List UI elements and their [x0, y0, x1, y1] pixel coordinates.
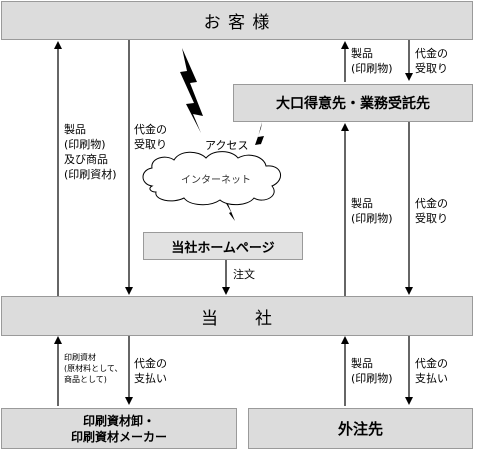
customer-label: お 客 様: [203, 13, 271, 33]
label-payment-receive-top-right: 代金の 受取り: [415, 47, 448, 75]
lightning-bolt-partner-icon: [255, 122, 264, 152]
label-payment-pay-bottom-left: 代金の 支払い: [134, 357, 167, 385]
company-box: 当 社: [1, 296, 473, 336]
supplier-box: 印刷資材卸・ 印刷資材メーカー: [1, 408, 237, 449]
internet-cloud-icon: [142, 151, 281, 206]
supplier-label: 印刷資材卸・ 印刷資材メーカー: [70, 413, 167, 444]
label-products-bottom-right: 製品 (印刷物): [351, 357, 393, 385]
homepage-box: 当社ホームページ: [143, 232, 303, 260]
company-label: 当 社: [201, 308, 273, 329]
internet-label: インターネット: [181, 175, 251, 186]
customer-box: お 客 様: [1, 1, 473, 40]
label-products-mid-right: 製品 (印刷物): [351, 197, 393, 225]
label-order: 注文: [233, 268, 255, 281]
label-payment-receive-left: 代金の 受取り: [134, 123, 167, 151]
homepage-label: 当社ホームページ: [171, 240, 275, 256]
label-materials-bottom-left: 印刷資材 (原材料として、 商品として): [64, 353, 123, 384]
label-products-top-right: 製品 (印刷物): [351, 47, 393, 75]
lightning-bolt-upper-icon: [180, 48, 203, 133]
label-products-and-goods: 製品 (印刷物) 及び商品 (印刷資材): [64, 123, 117, 181]
subcontractor-label: 外注先: [337, 420, 383, 438]
partner-label: 大口得意先・業務受託先: [276, 96, 430, 112]
label-access: アクセス: [205, 139, 249, 152]
partner-box: 大口得意先・業務受託先: [233, 84, 473, 122]
label-payment-pay-bottom-right: 代金の 支払い: [415, 357, 448, 385]
subcontractor-box: 外注先: [248, 408, 473, 449]
label-payment-receive-mid-right: 代金の 受取り: [415, 197, 448, 225]
